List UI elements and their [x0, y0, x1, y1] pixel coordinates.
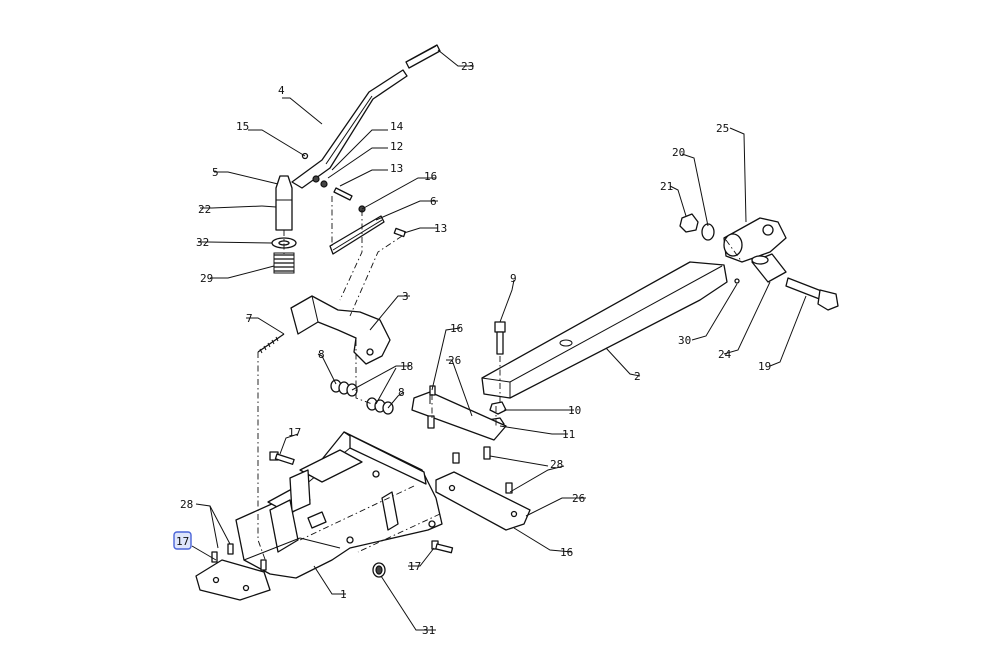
callout-leaders [191, 49, 807, 631]
clevis-25 [723, 217, 787, 263]
lever-arm [291, 69, 408, 189]
pin-5 [275, 175, 293, 231]
ratchet-rod [329, 215, 385, 255]
callout-8-lower: 8 [398, 386, 405, 399]
lever-handle-grip [405, 44, 441, 69]
callout-10: 10 [568, 404, 581, 417]
callout-1: 1 [340, 588, 347, 601]
callout-19: 19 [758, 360, 771, 373]
callout-30: 30 [678, 334, 691, 347]
callout-31: 31 [422, 624, 435, 637]
callout-16-lower: 16 [560, 546, 573, 559]
plate-26-lower [435, 471, 531, 531]
callout-17-upper: 17 [288, 426, 301, 439]
callout-18: 18 [400, 360, 413, 373]
spacers-8-18 [330, 379, 394, 415]
assembly-centerlines [257, 196, 743, 563]
pin-24 [751, 253, 787, 283]
bolt-9 [494, 321, 506, 355]
callout-12: 12 [390, 140, 403, 153]
callout-4: 4 [278, 84, 285, 97]
washer-20-nut-21 [679, 213, 715, 241]
callout-26-lower: 26 [572, 492, 585, 505]
callout-29: 29 [200, 272, 213, 285]
callout-9: 9 [510, 272, 517, 285]
plate-26-upper [411, 391, 507, 441]
spring-29 [273, 252, 295, 274]
callout-25: 25 [716, 122, 729, 135]
callout-26-upper: 26 [448, 354, 461, 367]
base-frame-1 [235, 431, 443, 579]
callout-6: 6 [430, 195, 437, 208]
bolt-17-upper [269, 451, 295, 465]
callout-16-mid: 16 [450, 322, 463, 335]
callout-17-left[interactable]: 17 [176, 535, 189, 548]
callout-2: 2 [634, 370, 641, 383]
callout-7: 7 [246, 312, 253, 325]
callout-28-left: 28 [180, 498, 193, 511]
bolts-28-left [211, 543, 267, 571]
callout-24: 24 [718, 348, 732, 361]
drawbar-2 [481, 261, 728, 399]
callout-20: 20 [672, 146, 685, 159]
callout-8-upper: 8 [318, 348, 325, 361]
callout-23: 23 [461, 60, 474, 73]
callout-11: 11 [562, 428, 575, 441]
callout-labels: 23 4 15 14 12 13 5 16 6 22 13 32 29 3 7 … [176, 60, 771, 637]
callout-22: 22 [198, 203, 211, 216]
bolt-19 [785, 277, 839, 311]
pin-22 [261, 205, 277, 208]
lever-bolt [393, 227, 407, 238]
callout-16-upper: 16 [424, 170, 437, 183]
callout-21: 21 [660, 180, 673, 193]
callout-13-upper: 13 [390, 162, 403, 175]
lever-bracket-3 [290, 295, 391, 365]
grease-nipple-31 [372, 562, 386, 578]
callout-13-lower: 13 [434, 222, 447, 235]
small-plate-left [195, 559, 271, 601]
callout-32: 32 [196, 236, 209, 249]
selected-callout-highlight [173, 531, 192, 550]
cotter-30 [734, 278, 740, 284]
callout-14: 14 [390, 120, 404, 133]
spring-7 [257, 333, 285, 354]
bolts-28-right [452, 446, 513, 494]
callout-28-right: 28 [550, 458, 563, 471]
bolt-17-lower [431, 540, 454, 554]
lever-link-pivot-parts [301, 152, 366, 213]
callout-3: 3 [402, 290, 409, 303]
callout-5: 5 [212, 166, 219, 179]
callout-15: 15 [236, 120, 249, 133]
callout-17-lower: 17 [408, 560, 421, 573]
